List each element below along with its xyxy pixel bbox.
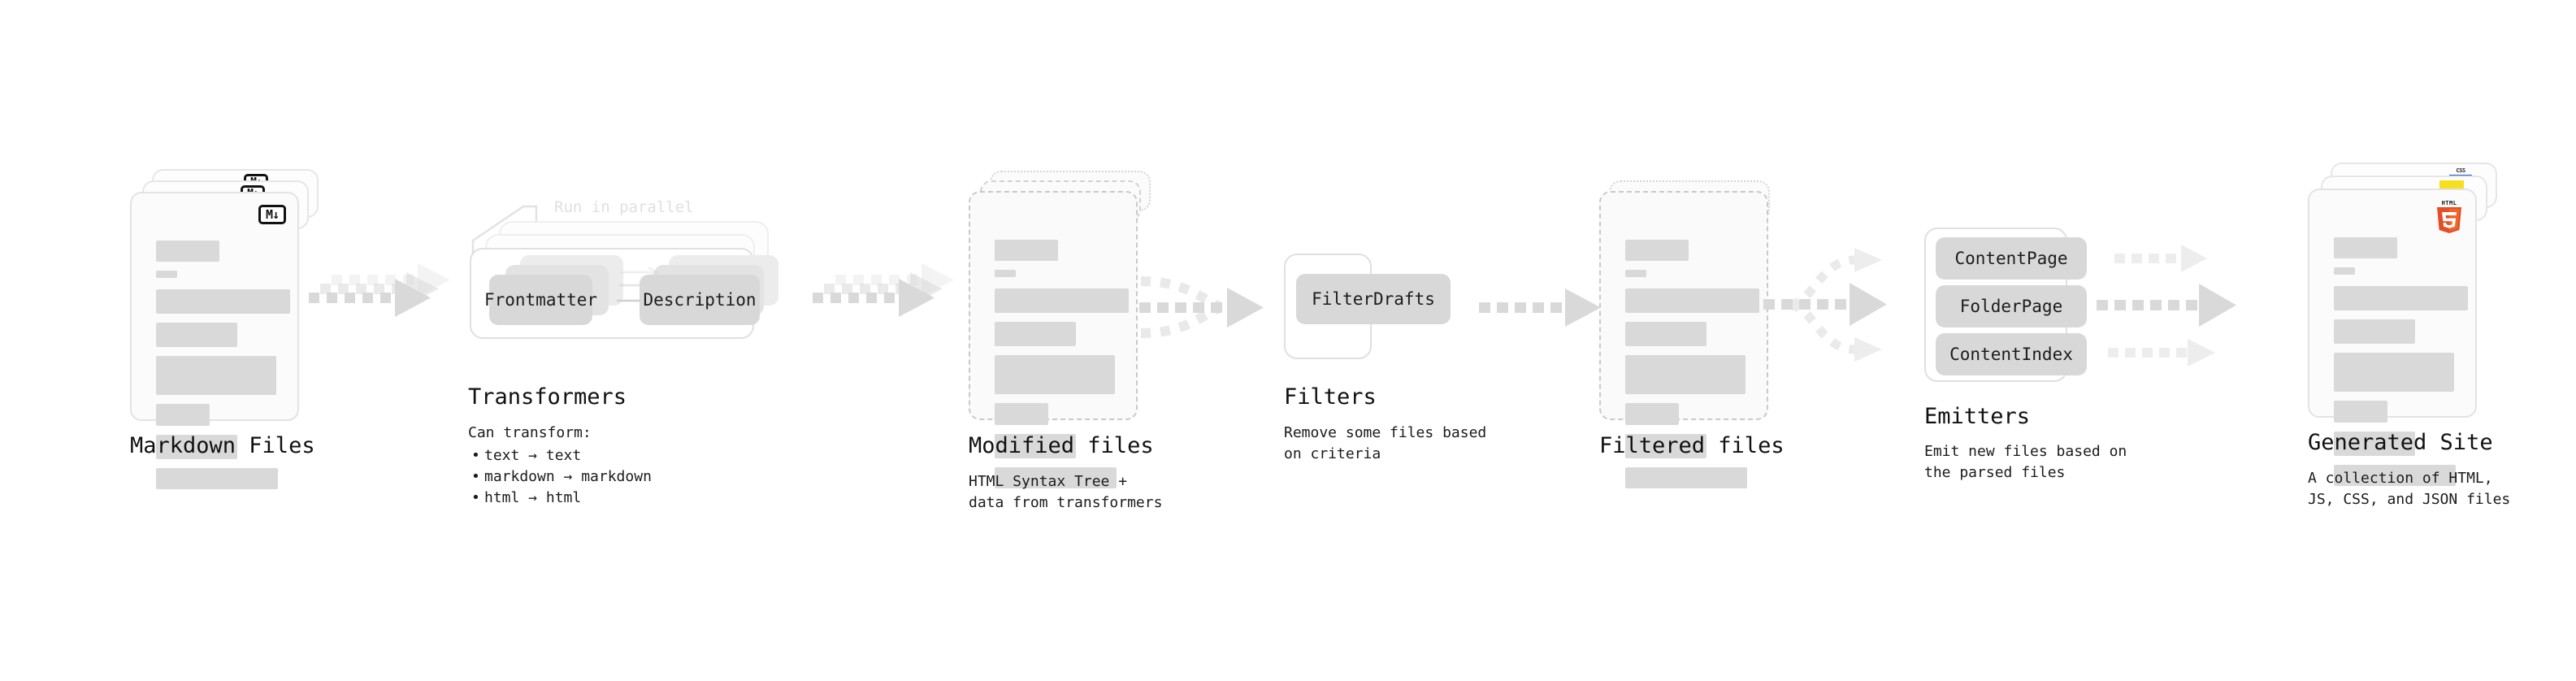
html5-icon: HTML <box>2435 198 2464 234</box>
skeleton-bar <box>1625 403 1679 425</box>
stage-generated-site: CSS HTML Generated Site A collection of … <box>2243 0 2576 681</box>
generated-site-subtitle: A collection of HTML, JS, CSS, and JSON … <box>2308 470 2511 508</box>
filtered-card <box>1599 191 1768 488</box>
skeleton-bar <box>156 404 210 426</box>
svg-text:HTML: HTML <box>2442 200 2457 206</box>
arrow-emitters-to-site <box>2097 232 2259 374</box>
site-skeleton <box>2334 237 2468 495</box>
stage-modified-files: Modified files HTML Syntax Tree + data f… <box>935 0 1260 681</box>
modified-files-title: Modified files <box>969 433 1154 458</box>
transformers-caption-head: Can transform: <box>468 424 592 441</box>
skeleton-bar <box>156 435 237 459</box>
chip-folderpage[interactable]: FolderPage <box>1936 285 2087 327</box>
skeleton-bar <box>2334 432 2415 456</box>
chip-description[interactable]: Description <box>640 275 760 325</box>
filters-title: Filters <box>1284 384 1377 410</box>
skeleton-bar <box>1625 270 1646 277</box>
transformers-caption-item: html → html <box>471 488 652 509</box>
skeleton-bar <box>1625 434 1706 458</box>
stage-filters: FilterDrafts Filters Remove some files b… <box>1268 0 1593 681</box>
stage-emitters: ContentPage FolderPage ContentIndex Emit… <box>1902 0 2243 681</box>
transformers-caption-item: text → text <box>471 445 652 466</box>
skeleton-bar <box>2334 267 2355 275</box>
skeleton-bar <box>995 434 1076 458</box>
run-in-parallel-label: Run in parallel <box>554 198 694 216</box>
chip-filterdrafts[interactable]: FilterDrafts <box>1296 274 1451 324</box>
arrow-filters-to-filtered <box>1479 284 1609 341</box>
markdown-card: M↓ <box>130 192 299 489</box>
css-icon-label: CSS <box>2456 167 2465 174</box>
stage-markdown-files: M↓ M↓ M↓ Markdown Files <box>0 0 325 681</box>
skeleton-bar <box>995 467 1117 488</box>
skeleton-bar <box>2334 401 2387 423</box>
modified-card <box>969 191 1138 488</box>
markdown-skeleton <box>156 241 290 498</box>
stage-filtered-files: Filtered files <box>1576 0 1902 681</box>
skeleton-bar <box>156 323 237 347</box>
skeleton-bar <box>156 356 276 395</box>
skeleton-bar <box>156 241 219 262</box>
chip-contentindex[interactable]: ContentIndex <box>1936 333 2087 375</box>
emitters-subtitle: Emit new files based on the parsed files <box>1924 443 2127 481</box>
skeleton-bar <box>995 270 1016 277</box>
run-in-parallel-bracket <box>471 205 538 271</box>
skeleton-bar <box>1625 322 1706 346</box>
skeleton-bar <box>2334 353 2454 392</box>
skeleton-bar <box>156 468 278 489</box>
transformers-caption-item: markdown → markdown <box>471 466 652 488</box>
skeleton-bar <box>1625 355 1746 394</box>
skeleton-bar <box>995 240 1058 261</box>
emitters-title: Emitters <box>1924 404 2031 429</box>
stage-transformers: Run in parallel Frontmatter Description … <box>439 0 861 681</box>
filtered-files-title: Filtered files <box>1599 433 1785 458</box>
skeleton-bar <box>2334 237 2397 258</box>
skeleton-bar <box>995 355 1115 394</box>
transformers-caption-list: text → text markdown → markdown html → h… <box>468 445 652 509</box>
filtered-skeleton <box>1625 240 1759 497</box>
filters-subtitle: Remove some files based on criteria <box>1284 424 1487 462</box>
skeleton-bar <box>995 322 1076 346</box>
markdown-files-title: Markdown Files <box>130 433 315 458</box>
skeleton-bar <box>1625 240 1689 261</box>
site-card: HTML <box>2308 189 2477 486</box>
modified-files-subtitle: HTML Syntax Tree + data from transformer… <box>969 473 1163 511</box>
skeleton-bar <box>995 403 1048 425</box>
skeleton-bar <box>2334 465 2456 486</box>
chip-frontmatter[interactable]: Frontmatter <box>484 275 597 325</box>
skeleton-bar <box>2334 286 2468 310</box>
skeleton-bar <box>156 271 177 278</box>
transformers-caption: Can transform: text → text markdown → ma… <box>468 423 652 509</box>
generated-site-title: Generated Site <box>2308 430 2493 455</box>
chip-contentpage[interactable]: ContentPage <box>1936 237 2087 280</box>
skeleton-bar <box>156 289 290 314</box>
modified-skeleton <box>995 240 1129 497</box>
arrow-transformers-to-modified <box>813 263 975 358</box>
arrow-modified-to-filters <box>1130 260 1292 358</box>
markdown-icon: M↓ <box>258 205 286 224</box>
arrow-filtered-to-emitters <box>1763 236 1918 374</box>
skeleton-bar <box>1625 467 1747 488</box>
arrow-markdown-to-transformers <box>309 263 471 358</box>
skeleton-bar <box>2334 319 2415 344</box>
skeleton-bar <box>1625 288 1759 313</box>
skeleton-bar <box>995 288 1129 313</box>
transformers-title: Transformers <box>468 384 627 410</box>
